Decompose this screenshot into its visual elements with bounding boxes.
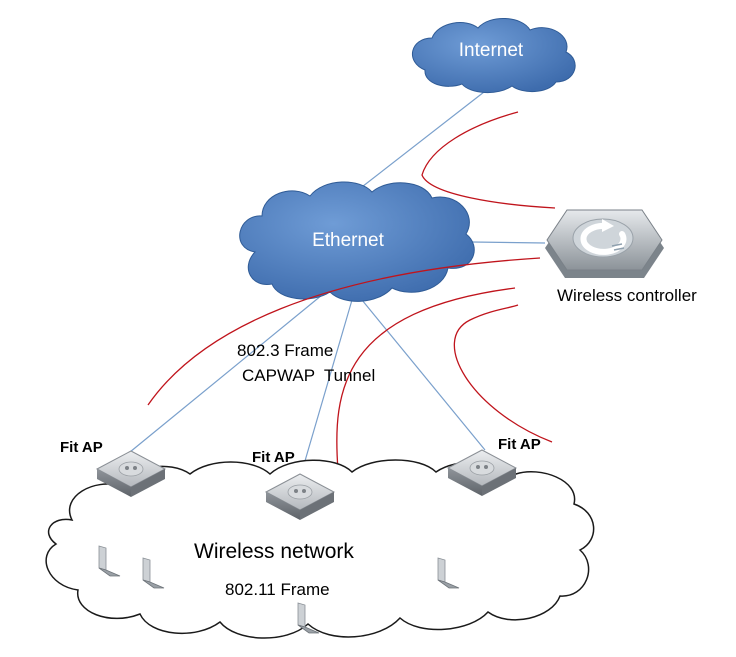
- fit-ap-left-label: Fit AP: [60, 439, 103, 456]
- link-ethernet-ap-right: [361, 299, 486, 451]
- frame-8023-label: 802.3 Frame: [237, 341, 333, 360]
- capwap-tunnel-curves: [147, 111, 556, 471]
- internet-cloud: [411, 17, 576, 93]
- fit-ap-left-icon: [95, 450, 167, 497]
- fit-ap-right-icon: [446, 449, 518, 496]
- tunnel-curve-right: [453, 304, 553, 443]
- wireless-network-label: Wireless network: [194, 540, 354, 563]
- laptop-icon-2: [142, 557, 165, 589]
- link-ethernet-ap-center: [299, 299, 353, 479]
- fit-ap-center-icon: [264, 473, 336, 520]
- wireless-network-cloud: [45, 459, 595, 639]
- ethernet-label: Ethernet: [312, 230, 385, 251]
- laptop-icon-3: [297, 602, 320, 634]
- tunnel-curve-center: [336, 287, 516, 471]
- fit-ap-center-label: Fit AP: [252, 449, 295, 466]
- link-ethernet-ap-left: [129, 294, 323, 453]
- internet-label: Internet: [459, 40, 524, 61]
- blue-links: [129, 84, 546, 479]
- tunnel-curve-top: [421, 111, 556, 209]
- wireless-controller-icon: [545, 209, 664, 278]
- laptop-icon-1: [98, 545, 121, 577]
- wireless-controller-label: Wireless controller: [557, 286, 697, 305]
- link-ethernet-controller: [471, 241, 546, 244]
- tunnel-curve-left: [147, 257, 541, 406]
- fit-ap-right-label: Fit AP: [498, 436, 541, 453]
- frame-80211-label: 802.11 Frame: [225, 580, 330, 599]
- link-internet-ethernet: [357, 84, 494, 191]
- laptop-icon-4: [437, 557, 460, 589]
- capwap-tunnel-label: CAPWAP Tunnel: [242, 366, 375, 385]
